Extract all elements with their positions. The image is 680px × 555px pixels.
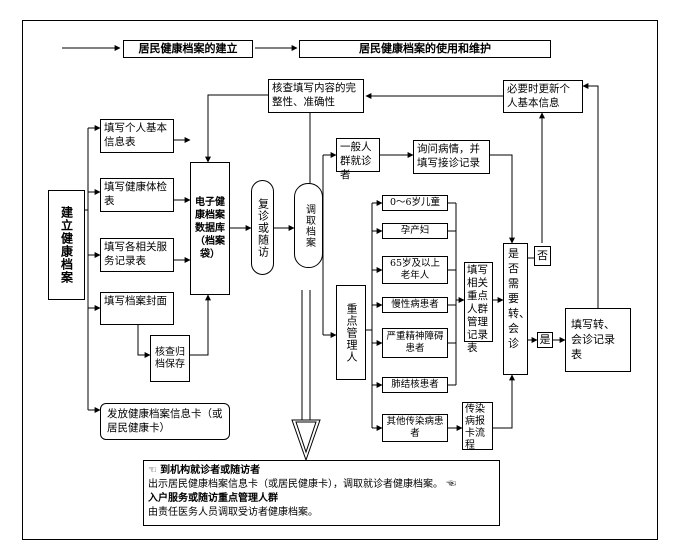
- verify-box: 核查填写内容的完整性、准确性: [268, 79, 364, 113]
- revisit-oval: 复诊或随访: [251, 180, 274, 275]
- update-box: 必要时更新个人基本信息: [503, 80, 583, 113]
- key-management: 重点管理人: [336, 285, 366, 380]
- group-elderly: 65岁及以上老年人: [382, 256, 448, 284]
- general-patients: 一般人群就诊者: [336, 138, 380, 181]
- step-cover: 填写档案封面: [100, 292, 174, 325]
- step-service-records: 填写各相关服务记录表: [100, 238, 174, 272]
- infect-card-box: 传染病报卡流程: [462, 402, 493, 451]
- diagram-frame: [22, 20, 658, 540]
- archive-box: 核查归档保存: [150, 335, 190, 382]
- establish-label: 建立健康档案: [48, 190, 85, 300]
- referral-box: 填写转、会诊记录表: [565, 308, 631, 372]
- group-tb: 肺结核患者: [382, 377, 448, 393]
- yes-label: 是: [537, 332, 553, 348]
- group-mental: 严重精神障碍患者: [382, 328, 448, 358]
- legend-text-1: 出示居民健康档案信息卡（或居民健康卡），调取就诊者健康档案。: [148, 479, 443, 490]
- no-label: 否: [534, 246, 551, 266]
- retrieve-oval: 调取档案: [294, 183, 323, 268]
- group-infectious: 其他传染病患者: [382, 414, 448, 442]
- legend-title-1: 到机构就诊者或随访者: [160, 465, 261, 476]
- hand-icon: ☜: [446, 479, 457, 490]
- legend-text-2: 由责任医务人员调取受访者健康档案。: [148, 507, 318, 518]
- card-issue: 发放健康档案信息卡（或居民健康卡）: [100, 403, 230, 440]
- group-maternal: 孕产妇: [382, 223, 448, 239]
- legend-title-2: 入户服务或随访重点管理人群: [148, 493, 278, 504]
- database-box: 电子健康档案数据库（档案袋）: [190, 162, 230, 295]
- hollow-down-arrow: [291, 290, 321, 462]
- legend-box: ☜ 到机构就诊者或随访者 出示居民健康档案信息卡（或居民健康卡），调取就诊者健康…: [143, 460, 500, 526]
- inquiry-box: 询问病情，并填写接诊记录: [413, 140, 490, 174]
- use-title: 居民健康档案的使用和维护: [299, 40, 551, 58]
- decision-box: 是否需要转、会诊: [503, 243, 530, 375]
- group-chronic: 慢性病患者: [382, 297, 448, 313]
- step-basic-info: 填写个人基本信息表: [100, 119, 174, 153]
- group-child: 0～6岁儿童: [382, 195, 448, 211]
- key-record-box: 填写相关重点人群管理记录表: [464, 262, 493, 354]
- step-health-exam: 填写健康体检表: [100, 178, 174, 212]
- establish-title: 居民健康档案的建立: [123, 40, 253, 58]
- hand-icon: ☜: [148, 465, 157, 476]
